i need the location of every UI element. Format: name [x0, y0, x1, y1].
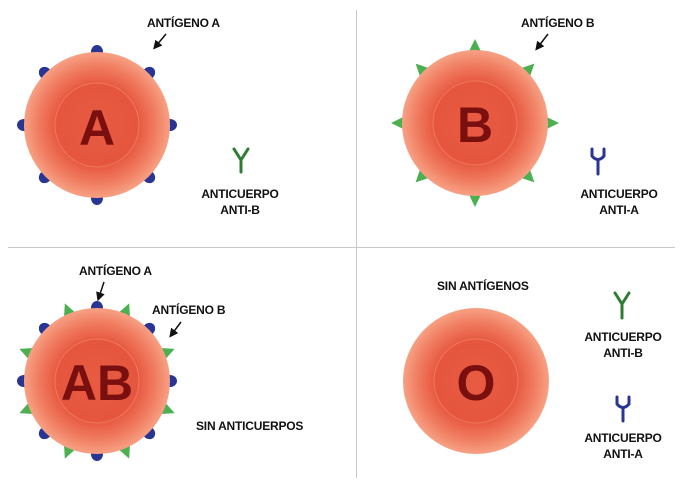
- cell-b-antibody-label-2: ANTI-A: [599, 203, 639, 217]
- cell-b-group: B: [391, 39, 559, 207]
- antibody-y-icon: [615, 293, 629, 318]
- cell-a-antigen-label: ANTÍGENO A: [147, 15, 220, 30]
- cell-ab-letter: AB: [61, 355, 133, 411]
- cell-o-antibody1-label-1: ANTICUERPO: [584, 330, 661, 344]
- antibody-y-icon: [234, 149, 248, 172]
- cell-ab-group: AB: [17, 301, 177, 461]
- cell-ab-no-antibodies-label: SIN ANTICUERPOS: [196, 419, 303, 433]
- cell-b-antibody-label-1: ANTICUERPO: [580, 187, 657, 201]
- cell-b-antigen-label: ANTÍGENO B: [521, 15, 595, 30]
- cell-b-antigen-arrow: [538, 34, 548, 47]
- cell-o-antibody1-label-2: ANTI-B: [603, 346, 643, 360]
- cell-o-no-antigens-label: SIN ANTÍGENOS: [437, 278, 529, 293]
- cell-o-antibody2-label-2: ANTI-A: [603, 447, 643, 461]
- cell-a-antibody-label-1: ANTICUERPO: [201, 187, 278, 201]
- cell-o-antibody2-label-1: ANTICUERPO: [584, 431, 661, 445]
- cell-ab-antigen-b-arrow: [172, 322, 181, 334]
- antibody-fork-icon: [617, 397, 629, 421]
- cell-ab-antigen-a-arrow: [99, 282, 104, 297]
- cell-a-group: A: [17, 45, 177, 205]
- cell-ab-antigen-a-label: ANTÍGENO A: [79, 263, 152, 278]
- cell-o-letter: O: [457, 355, 496, 411]
- cell-a-letter: A: [79, 100, 115, 156]
- antibody-fork-icon: [592, 149, 604, 174]
- cell-a-antibody-label-2: ANTI-B: [220, 203, 260, 217]
- cell-b-letter: B: [457, 97, 493, 153]
- cell-ab-antigen-b-label: ANTÍGENO B: [152, 302, 226, 317]
- cell-a-antigen-arrow: [156, 34, 166, 46]
- cell-o-group: O: [403, 308, 549, 454]
